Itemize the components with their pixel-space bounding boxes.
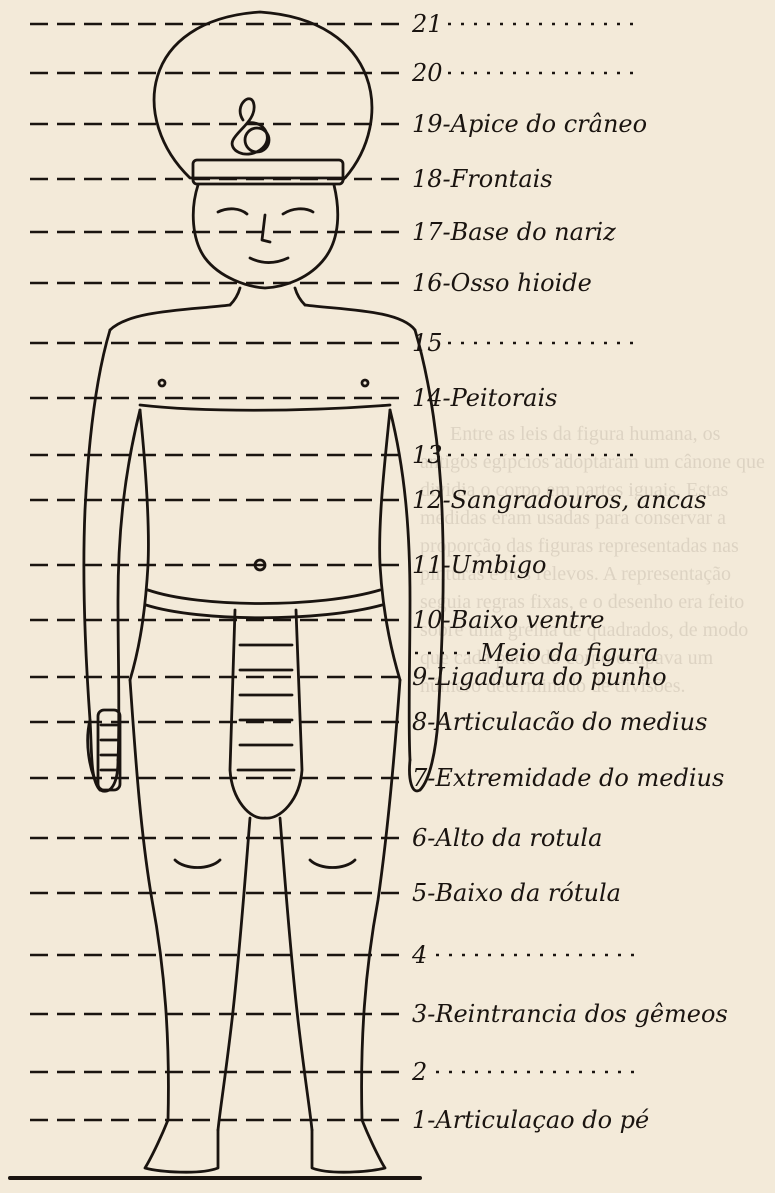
uraeus-disk [245, 128, 269, 152]
level-label: Meio da figura [479, 639, 658, 667]
left-arm-inner [118, 410, 140, 760]
level-label: 16-Osso hioide [412, 269, 592, 297]
right-nipple [362, 380, 368, 386]
level-label: 19-Apice do crâneo [412, 110, 647, 138]
belt [146, 590, 382, 618]
level-label: 18-Frontais [412, 165, 553, 193]
torso-left [130, 410, 148, 680]
ankh-stripes [101, 725, 117, 770]
level-label: 17-Base do nariz [412, 218, 616, 246]
right-leg-outer [362, 680, 400, 1120]
level-label: 12-Sangradouros, ancas [412, 486, 707, 514]
left-nipple [159, 380, 165, 386]
level-label: 1-Articulaçao do pé [412, 1106, 649, 1134]
left-shoulder [110, 305, 230, 330]
left-foot [145, 1120, 218, 1172]
right-shoulder [305, 305, 415, 330]
level-label: 20 [411, 59, 443, 87]
level-label: 3-Reintrancia dos gêmeos [412, 1000, 728, 1028]
nose [262, 215, 270, 242]
level-lines-group: 1-Articulaçao do pé 2 3-Reintrancia dos gê… [30, 10, 728, 1134]
crown-outline [154, 12, 372, 178]
headband [193, 160, 343, 184]
level-label: 9-Ligadura do punho [412, 663, 667, 691]
torso-right [380, 410, 400, 680]
level-label: 5-Baixo da rótula [412, 879, 621, 907]
right-foot [312, 1120, 385, 1172]
mouth [250, 258, 288, 263]
apron-bands [238, 645, 294, 770]
left-leg-outer [130, 680, 168, 1120]
level-label: 2 [411, 1058, 427, 1086]
uraeus [232, 99, 267, 154]
chest-line [140, 405, 390, 410]
right-arm-inner [390, 410, 410, 760]
neck-right [295, 288, 305, 305]
neck-left [230, 288, 240, 305]
apron-outline [230, 610, 302, 818]
left-eye [218, 209, 247, 214]
level-label: 4 [411, 941, 427, 969]
right-knee [310, 860, 355, 868]
level-label: 21 [411, 10, 443, 38]
level-label: 7-Extremidade do medius [412, 764, 724, 792]
level-label: 6-Alto da rotula [412, 824, 602, 852]
left-leg-inner [218, 818, 250, 1130]
right-eye [283, 209, 313, 214]
egyptian-figure-drawing [10, 12, 443, 1178]
level-label: 8-Articulacão do medius [412, 708, 707, 736]
level-label: 11-Umbigo [412, 551, 546, 579]
left-knee [175, 860, 220, 868]
level-label: 14-Peitorais [412, 384, 557, 412]
head-outline [193, 185, 337, 288]
right-leg-inner [280, 818, 312, 1130]
